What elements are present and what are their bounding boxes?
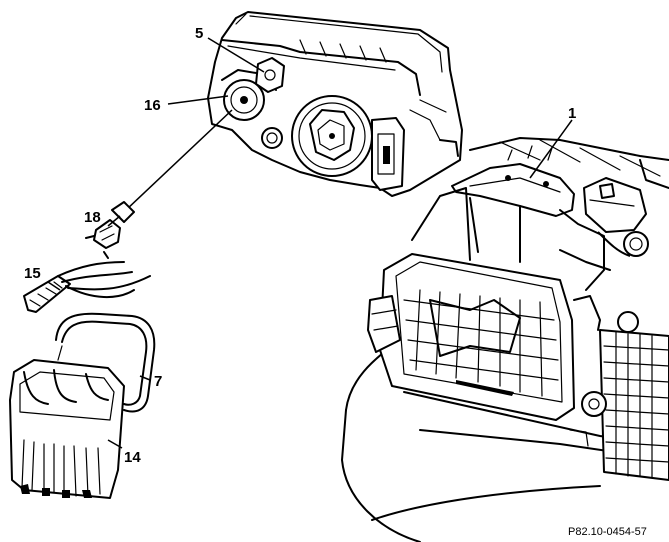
vehicle-front xyxy=(341,137,669,542)
seal-gasket xyxy=(55,312,156,413)
callout-15: 15 xyxy=(24,265,41,282)
figure-reference-code: P82.10-0454-57 xyxy=(568,526,647,538)
callout-14: 14 xyxy=(124,449,141,466)
callout-7: 7 xyxy=(154,373,162,390)
rear-cover-cap xyxy=(9,359,125,499)
callout-5: 5 xyxy=(195,25,203,42)
headlamp-housing xyxy=(207,11,463,197)
installed-headlamp xyxy=(379,253,575,421)
callout-leaders xyxy=(47,37,573,449)
headlamp-access-cover xyxy=(451,163,575,217)
callout-1: 1 xyxy=(568,105,576,122)
wiring-connector xyxy=(23,261,151,313)
leader-bulb-to-socket xyxy=(125,109,233,211)
bulb xyxy=(85,201,135,259)
callout-16: 16 xyxy=(144,97,161,114)
callout-18: 18 xyxy=(84,209,101,226)
cap-ribs xyxy=(20,439,101,498)
radiator-grille xyxy=(599,329,669,481)
